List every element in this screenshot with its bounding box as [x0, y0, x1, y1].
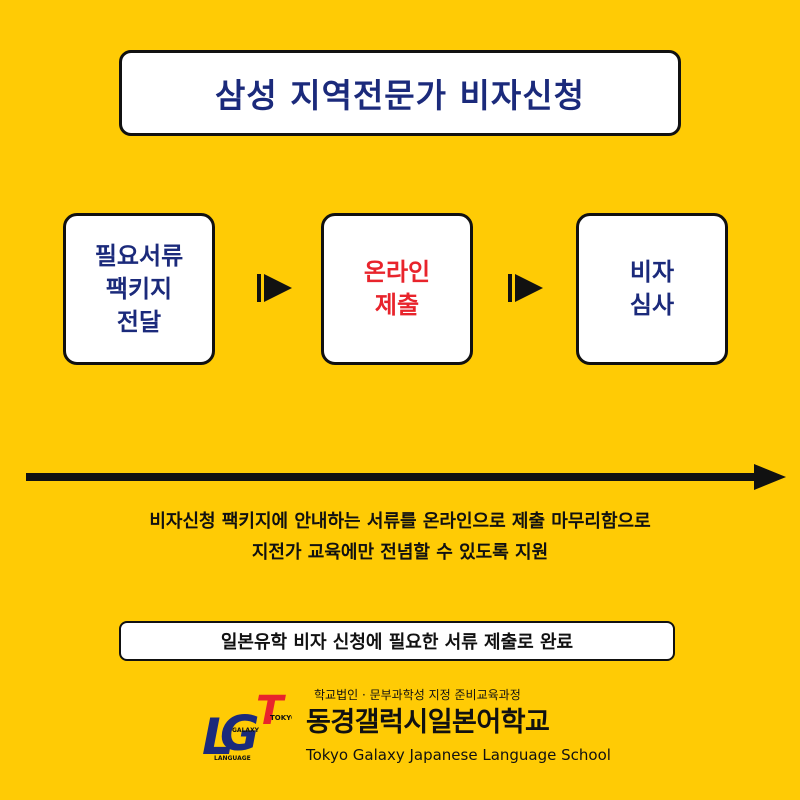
- title-box: 삼성 지역전문가 비자신청: [119, 50, 681, 136]
- description-line-1: 비자신청 팩키지에 안내하는 서류를 온라인으로 제출 마무리함으로: [149, 511, 651, 532]
- step-card-documents: 필요서류 팩키지 전달: [63, 213, 215, 365]
- school-logo-icon: L G T TOKYO GALAXY LANGUAGE: [202, 688, 292, 766]
- step-card-visa-review: 비자 심사: [576, 213, 728, 365]
- logo-word-tokyo: TOKYO: [270, 714, 292, 722]
- step-1-line-1: 필요서류: [94, 241, 184, 270]
- long-right-arrow-icon: [26, 464, 786, 490]
- logo-letter-t: T: [256, 688, 286, 734]
- step-3-line-2: 심사: [629, 291, 675, 319]
- description: 비자신청 팩키지에 안내하는 서류를 온라인으로 제출 마무리함으로 지전가 교…: [0, 506, 800, 568]
- play-arrow-icon: [257, 274, 292, 302]
- school-subtitle: 학교법인 · 문부과학성 지정 준비교육과정: [314, 688, 521, 702]
- school-name: 동경갤럭시일본어학교: [306, 707, 550, 738]
- page-title: 삼성 지역전문가 비자신청: [215, 76, 585, 115]
- summary-text: 일본유학 비자 신청에 필요한 서류 제출로 완료: [220, 632, 574, 653]
- description-line-2: 지전가 교육에만 전념할 수 있도록 지원: [251, 542, 549, 563]
- step-2-line-2: 제출: [374, 291, 420, 319]
- logo-letter-g: G: [220, 706, 259, 762]
- step-3-line-1: 비자: [629, 258, 675, 286]
- logo-letter-l: L: [202, 708, 234, 766]
- logo-word-language: LANGUAGE: [214, 755, 251, 762]
- logo-word-galaxy: GALAXY: [232, 727, 260, 734]
- step-1-line-3: 전달: [116, 307, 162, 336]
- school-name-english: Tokyo Galaxy Japanese Language School: [306, 746, 611, 764]
- step-2-line-1: 온라인: [363, 258, 431, 286]
- step-1-line-2: 팩키지: [105, 274, 173, 303]
- summary-box: 일본유학 비자 신청에 필요한 서류 제출로 완료: [119, 621, 675, 661]
- play-arrow-icon: [508, 274, 543, 302]
- step-card-online-submit: 온라인 제출: [321, 213, 473, 365]
